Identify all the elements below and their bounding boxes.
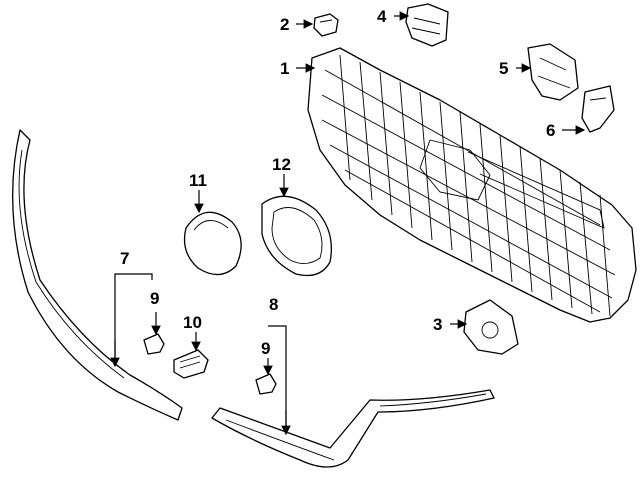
callout-5: 5: [499, 59, 508, 78]
bracket-part-4: [405, 3, 449, 47]
clip-part-2: [313, 13, 339, 37]
lower-molding-part-8: [211, 389, 495, 468]
bracket-part-6: [581, 85, 615, 133]
clip-part-10: [173, 349, 209, 379]
callout-12: 12: [272, 155, 291, 174]
callout-9-left: 9: [150, 289, 159, 308]
callout-8: 8: [269, 295, 278, 314]
emblem-part-11: [183, 211, 242, 276]
bracket-part-5: [527, 43, 579, 101]
callout-2: 2: [280, 15, 289, 34]
leader-lines: [110, 11, 586, 436]
callout-3: 3: [433, 315, 442, 334]
callout-6: 6: [546, 121, 555, 140]
callout-10: 10: [183, 313, 202, 332]
lower-molding-part-7: [12, 129, 183, 421]
callout-11: 11: [189, 171, 207, 190]
callout-1: 1: [280, 59, 289, 78]
grille-part: [307, 47, 637, 323]
bracket-part-3: [463, 299, 519, 355]
callout-4: 4: [377, 7, 387, 26]
emblem-frame-part-12: [261, 195, 333, 277]
callout-7: 7: [120, 249, 129, 268]
clip-part-9a: [143, 333, 165, 355]
callout-9-right: 9: [261, 339, 270, 358]
clip-part-9b: [255, 373, 277, 395]
